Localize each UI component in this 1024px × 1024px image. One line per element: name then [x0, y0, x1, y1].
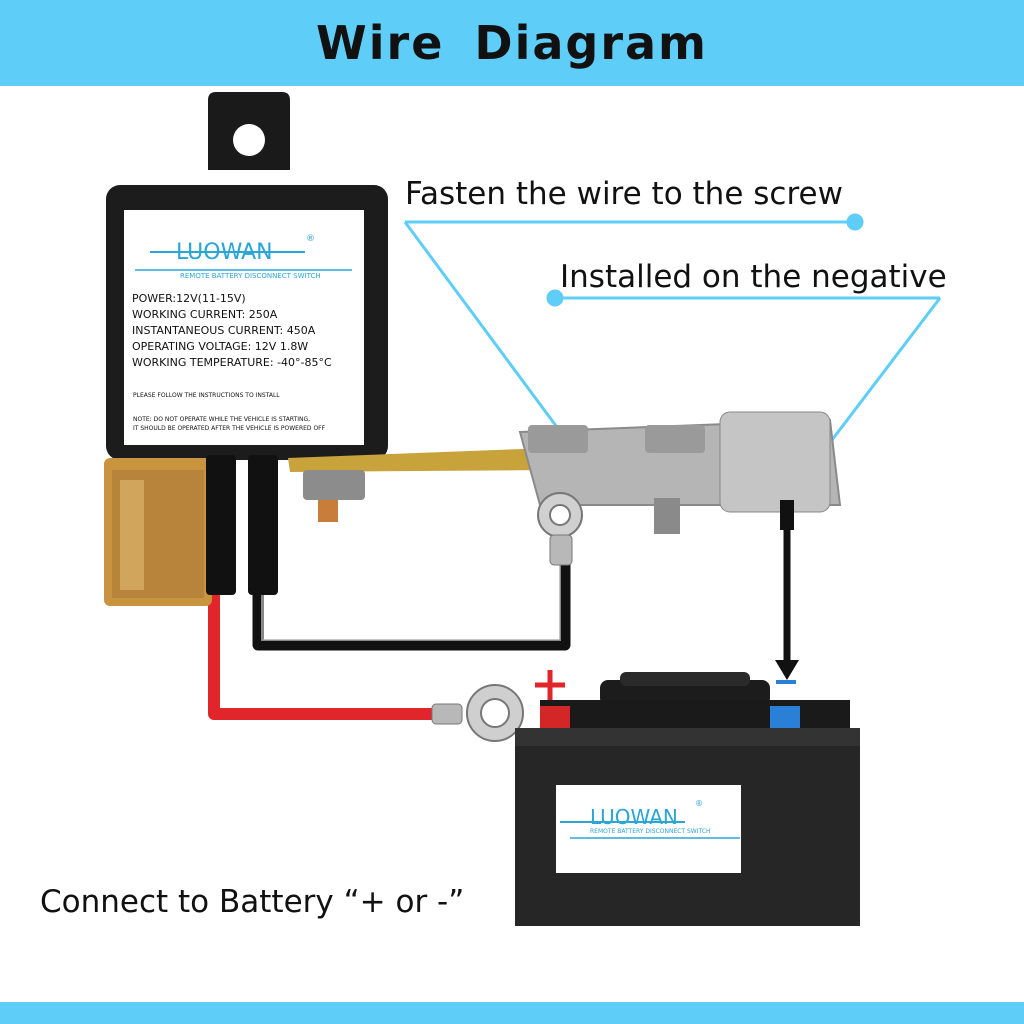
page-title: Wire Diagram	[316, 16, 708, 70]
positive-terminal-text: +	[0, 0, 1, 1]
negative-terminal-text: –	[0, 2, 1, 3]
spec-working-current: WORKING CURRENT: 250A	[132, 308, 278, 321]
spec-operating-voltage: OPERATING VOLTAGE: 12V 1.8W	[132, 340, 309, 353]
title-banner: Wire Diagram	[0, 0, 1024, 86]
battery-subtitle: REMOTE BATTERY DISCONNECT SWITCH	[590, 828, 711, 835]
footer-bar	[0, 1002, 1024, 1024]
switch-instruction: PLEASE FOLLOW THE INSTRUCTIONS TO INSTAL…	[133, 392, 280, 399]
switch-note-line2: IT SHOULD BE OPERATED AFTER THE VEHICLE …	[133, 425, 326, 432]
callout-connect-battery: Connect to Battery “+ or -”	[40, 884, 465, 920]
positive-ring-terminal	[431, 684, 524, 742]
disconnect-switch	[104, 92, 388, 606]
fasten-callout-pointer	[403, 221, 567, 439]
callout-installed-negative: Installed on the negative	[560, 259, 947, 295]
battery	[515, 672, 860, 926]
fasten-callout-dot	[846, 213, 864, 231]
switch-brand: LUOWAN	[176, 240, 273, 265]
positive-wire	[208, 590, 440, 720]
spec-working-temperature: WORKING TEMPERATURE: -40°-85°C	[132, 356, 332, 369]
battery-brand: LUOWAN	[590, 805, 678, 829]
negative-callout-dot	[546, 289, 564, 307]
spec-power: POWER:12V(11-15V)	[132, 292, 246, 305]
switch-subtitle: REMOTE BATTERY DISCONNECT SWITCH	[180, 272, 321, 280]
spec-instantaneous-current: INSTANTANEOUS CURRENT: 450A	[132, 324, 316, 337]
callout-fasten-wire: Fasten the wire to the screw	[405, 176, 843, 212]
battery-registered-mark: ®	[695, 799, 703, 808]
switch-registered-mark: ®	[306, 234, 315, 244]
switch-spec-list: POWER:12V(11-15V) WORKING CURRENT: 250A …	[132, 291, 360, 371]
terminal-clamp	[288, 411, 842, 566]
switch-note-line1: NOTE: DO NOT OPERATE WHILE THE VEHICLE I…	[133, 416, 311, 423]
negative-wire	[252, 560, 571, 651]
battery-positive-sign	[535, 670, 565, 700]
